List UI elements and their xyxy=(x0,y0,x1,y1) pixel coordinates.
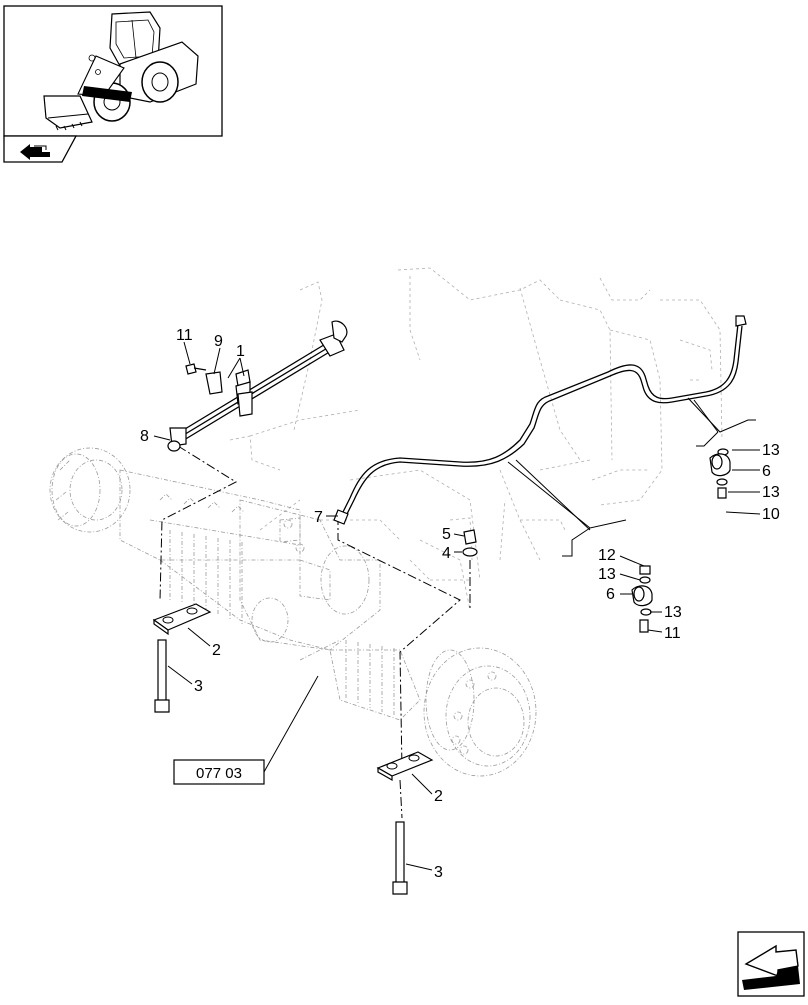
callout-10: 10 xyxy=(762,506,780,523)
long-bolt-right xyxy=(392,821,408,895)
callout-2-right: 2 xyxy=(434,788,443,805)
callout-2-left: 2 xyxy=(212,642,221,659)
callout-13-c: 13 xyxy=(598,566,616,583)
callout-labels: 11 9 1 8 7 5 4 2 3 2 3 13 6 13 10 12 13 … xyxy=(140,327,780,881)
axle-ghost-outline xyxy=(49,447,537,777)
callout-7: 7 xyxy=(314,509,323,526)
chassis-ghost-outline xyxy=(229,267,723,611)
flexible-hose xyxy=(167,320,348,452)
callout-6-upper: 6 xyxy=(762,463,771,480)
callout-13-b: 13 xyxy=(762,484,780,501)
wheel-loader-thumbnail-icon[interactable] xyxy=(3,5,223,137)
next-page-arrow-icon[interactable] xyxy=(737,931,805,997)
brake-pipe xyxy=(333,315,747,525)
leader-lines xyxy=(153,341,761,871)
reference-box-077-03[interactable]: 077 03 xyxy=(173,759,265,785)
callout-13-a: 13 xyxy=(762,442,780,459)
reference-box-label: 077 03 xyxy=(196,765,242,782)
callout-6-lower: 6 xyxy=(606,586,615,603)
callout-12: 12 xyxy=(598,547,616,564)
callout-11-upper: 11 xyxy=(176,327,193,344)
fastener-stack-lower xyxy=(631,565,653,633)
hose-clamp-assembly xyxy=(185,363,253,417)
nut-washer-pair xyxy=(462,529,478,557)
callout-9: 9 xyxy=(214,333,223,350)
fastener-stack-upper xyxy=(709,448,731,499)
callout-3-left: 3 xyxy=(194,678,203,695)
callout-5: 5 xyxy=(442,526,451,543)
callout-1: 1 xyxy=(236,343,245,360)
back-arrow-icon[interactable] xyxy=(3,135,78,163)
mounting-plate-left xyxy=(152,603,212,636)
callout-11-lower: 11 xyxy=(664,625,681,642)
callout-8: 8 xyxy=(140,428,149,445)
callout-3-right: 3 xyxy=(434,864,443,881)
callout-13-d: 13 xyxy=(664,604,682,621)
callout-4: 4 xyxy=(442,545,451,562)
long-bolt-left xyxy=(154,639,170,713)
mounting-plate-right xyxy=(376,751,434,782)
